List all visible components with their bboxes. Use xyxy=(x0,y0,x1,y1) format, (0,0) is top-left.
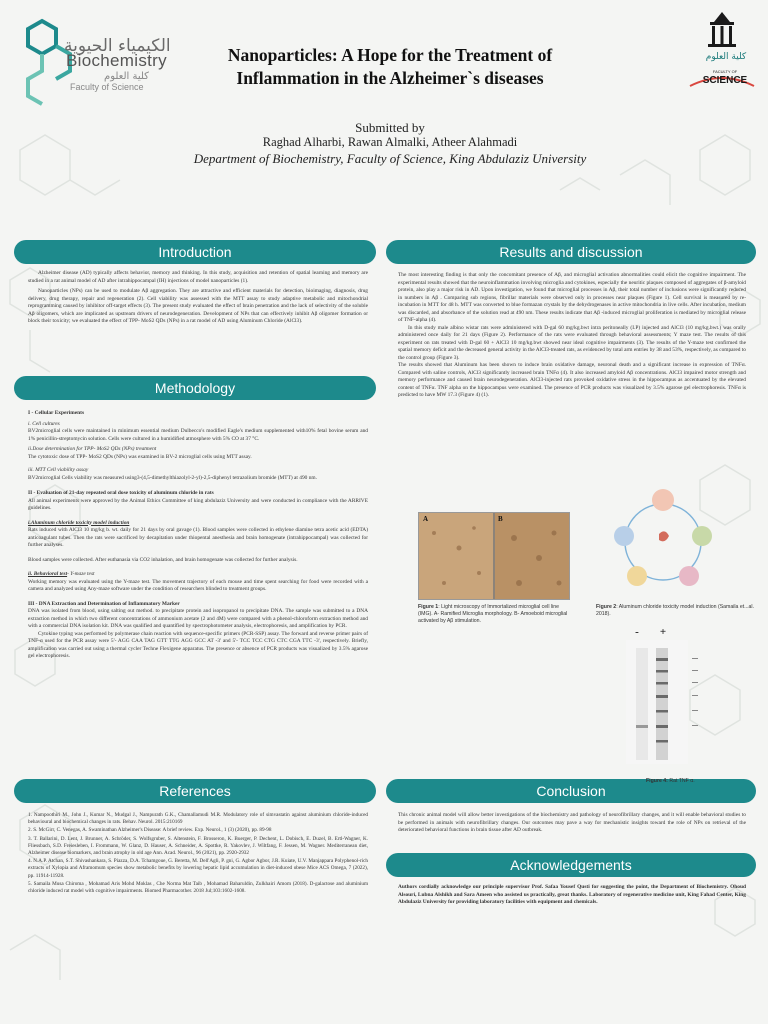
conclusion-paragraph: This chronic animal model will allow bet… xyxy=(398,812,746,833)
intro-paragraph-2: Nanoparticles (NPs) can be used to modul… xyxy=(28,288,368,324)
faculty-logo-small: FACULTY OF xyxy=(712,69,738,74)
method-heading-1: I - Cellular Experiments xyxy=(28,410,85,416)
method-sub-5: ii. Behavioral test xyxy=(28,571,68,577)
intro-paragraph-1: Alzheimer disease (AD) typically affects… xyxy=(28,270,368,284)
figure-4-caption-label: Figure 4: xyxy=(646,778,668,784)
gel-lane-minus-label: - xyxy=(635,626,639,638)
method-sub-5-line: ii. Behavioral test- Y-maze test xyxy=(28,571,368,579)
results-body: The most interesting finding is that onl… xyxy=(398,272,746,403)
department: Department of Biochemistry, Faculty of S… xyxy=(193,151,587,166)
results-heading: Results and discussion xyxy=(386,240,756,264)
method-paragraph-5: Rats induced with AlCl3 10 mg/kg b. wt. … xyxy=(28,527,368,548)
faculty-logo-science: SCIENCE xyxy=(702,75,748,86)
conclusion-body: This chronic animal model will allow bet… xyxy=(398,812,746,838)
introduction-heading: Introduction xyxy=(14,240,376,264)
biochemistry-logo xyxy=(26,18,72,106)
method-sub-4: i.Aluminum chloride toxicity model induc… xyxy=(28,519,130,526)
method-sub-3: iii. MTT Cell viability assay xyxy=(28,467,89,473)
dept-name-ar: الكيمياء الحيوية xyxy=(64,36,171,56)
method-paragraph-8: DNA was isolated from blood, using salti… xyxy=(28,608,368,629)
references-heading: References xyxy=(14,779,376,803)
methodology-heading: Methodology xyxy=(14,376,376,400)
figure-1-microscopy: A B xyxy=(418,512,570,600)
reference-item: 1. Nampoothiri M., John J., Kumar N., Mu… xyxy=(28,812,368,826)
figure-1-caption-text: : Light microscopy of Immortalized micro… xyxy=(418,604,568,624)
authors: Raghad Alharbi, Rawan Almalki, Atheer Al… xyxy=(262,135,518,149)
faculty-of-science-logo xyxy=(689,12,755,87)
poster-title: Nanoparticles: A Hope for the Treatment … xyxy=(190,44,590,90)
method-sub-1: i. Cell cultures xyxy=(28,420,60,427)
acknowledgements-heading: Acknowledgements xyxy=(386,853,756,877)
method-sub-5b: - Y-maze test xyxy=(67,571,95,577)
reference-item: 2. S. McGirr, C. Venegas, A. Swaminathan… xyxy=(28,827,272,834)
dept-name-en: Biochemistry xyxy=(66,51,167,70)
faculty-logo-ar: كلية العلوم xyxy=(705,52,747,62)
figure-4-caption: Figure 4: Rat TNF α. xyxy=(646,778,756,785)
method-paragraph-9: Cytokine typing was performed by polymer… xyxy=(28,630,368,660)
figure-2-caption-label: Figure 2 xyxy=(596,604,617,610)
method-paragraph-2: The cytotoxic dose of TPP- MoS2 QDs (NPs… xyxy=(28,453,252,460)
reference-item: 5. Samaila Musa Chiroma , Mohamad Aris M… xyxy=(28,880,368,895)
gel-lane-plus-label: + xyxy=(659,626,667,638)
method-sub-2: ii.Dose determination for TPP- MoS2 QDs … xyxy=(28,446,157,452)
references-list: 1. Nampoothiri M., John J., Kumar N., Mu… xyxy=(28,812,368,896)
submitted-by: Submitted by xyxy=(355,120,425,135)
figure-4-gel xyxy=(626,640,698,764)
reference-item: 4. N.A.P. Atchan, S.T. Shivashankara, S.… xyxy=(28,858,368,879)
method-heading-2: II - Evaluation of 21-day repeated oral … xyxy=(28,490,214,496)
method-paragraph-1: BV2microglial cells were maintained in m… xyxy=(28,428,368,442)
faculty-name-en: Faculty of Science xyxy=(70,82,144,92)
results-paragraph-1: The most interesting finding is that onl… xyxy=(398,272,746,323)
acknowledgements-paragraph: Authors cordially acknowledge our princi… xyxy=(398,884,746,905)
results-paragraph-3: The results showed that Aluminum has bee… xyxy=(398,362,746,398)
figure-2-caption-text: : Aluminum chloride toxicity model induc… xyxy=(596,604,755,617)
reference-item: 3. T. Ballarini, D. Lent, J. Brunner, A.… xyxy=(28,835,368,857)
figure-2-diagram xyxy=(614,489,712,586)
results-paragraph-2: In this study male albino wistar rats we… xyxy=(398,324,746,361)
figure-1-label-b: B xyxy=(498,515,503,523)
method-paragraph-6: Blood samples were collected. After euth… xyxy=(28,556,298,563)
method-paragraph-4: All animal experiments were approved by … xyxy=(28,497,368,512)
figure-1-caption-label: Figure 1 xyxy=(418,604,439,610)
method-paragraph-3: BV2microglial Cells viability was measur… xyxy=(28,474,317,481)
introduction-body: Alzheimer disease (AD) typically affects… xyxy=(28,270,368,329)
methodology-body: I - Cellular Experiments i. Cell culture… xyxy=(28,410,368,664)
figure-2-caption: Figure 2: Aluminum chloride toxicity mod… xyxy=(596,604,756,618)
conclusion-heading: Conclusion xyxy=(386,779,756,803)
figure-1-label-a: A xyxy=(423,515,429,523)
figure-4-caption-text: Rat TNF α. xyxy=(667,778,695,784)
microscopy-image xyxy=(419,513,569,599)
method-paragraph-7: Working memory was evaluated using the Y… xyxy=(28,578,368,593)
figure-1-caption: Figure 1: Light microscopy of Immortaliz… xyxy=(418,604,568,625)
title-line-1: Nanoparticles: A Hope for the Treatment … xyxy=(227,45,553,65)
acknowledgements-body: Authors cordially acknowledge our princi… xyxy=(398,884,746,910)
faculty-name-ar: كلية العلوم xyxy=(104,71,149,82)
method-heading-3: III - DNA Extraction and Determination o… xyxy=(28,600,180,607)
title-line-2: Inflammation in the Alzheimer`s diseases xyxy=(236,68,544,88)
